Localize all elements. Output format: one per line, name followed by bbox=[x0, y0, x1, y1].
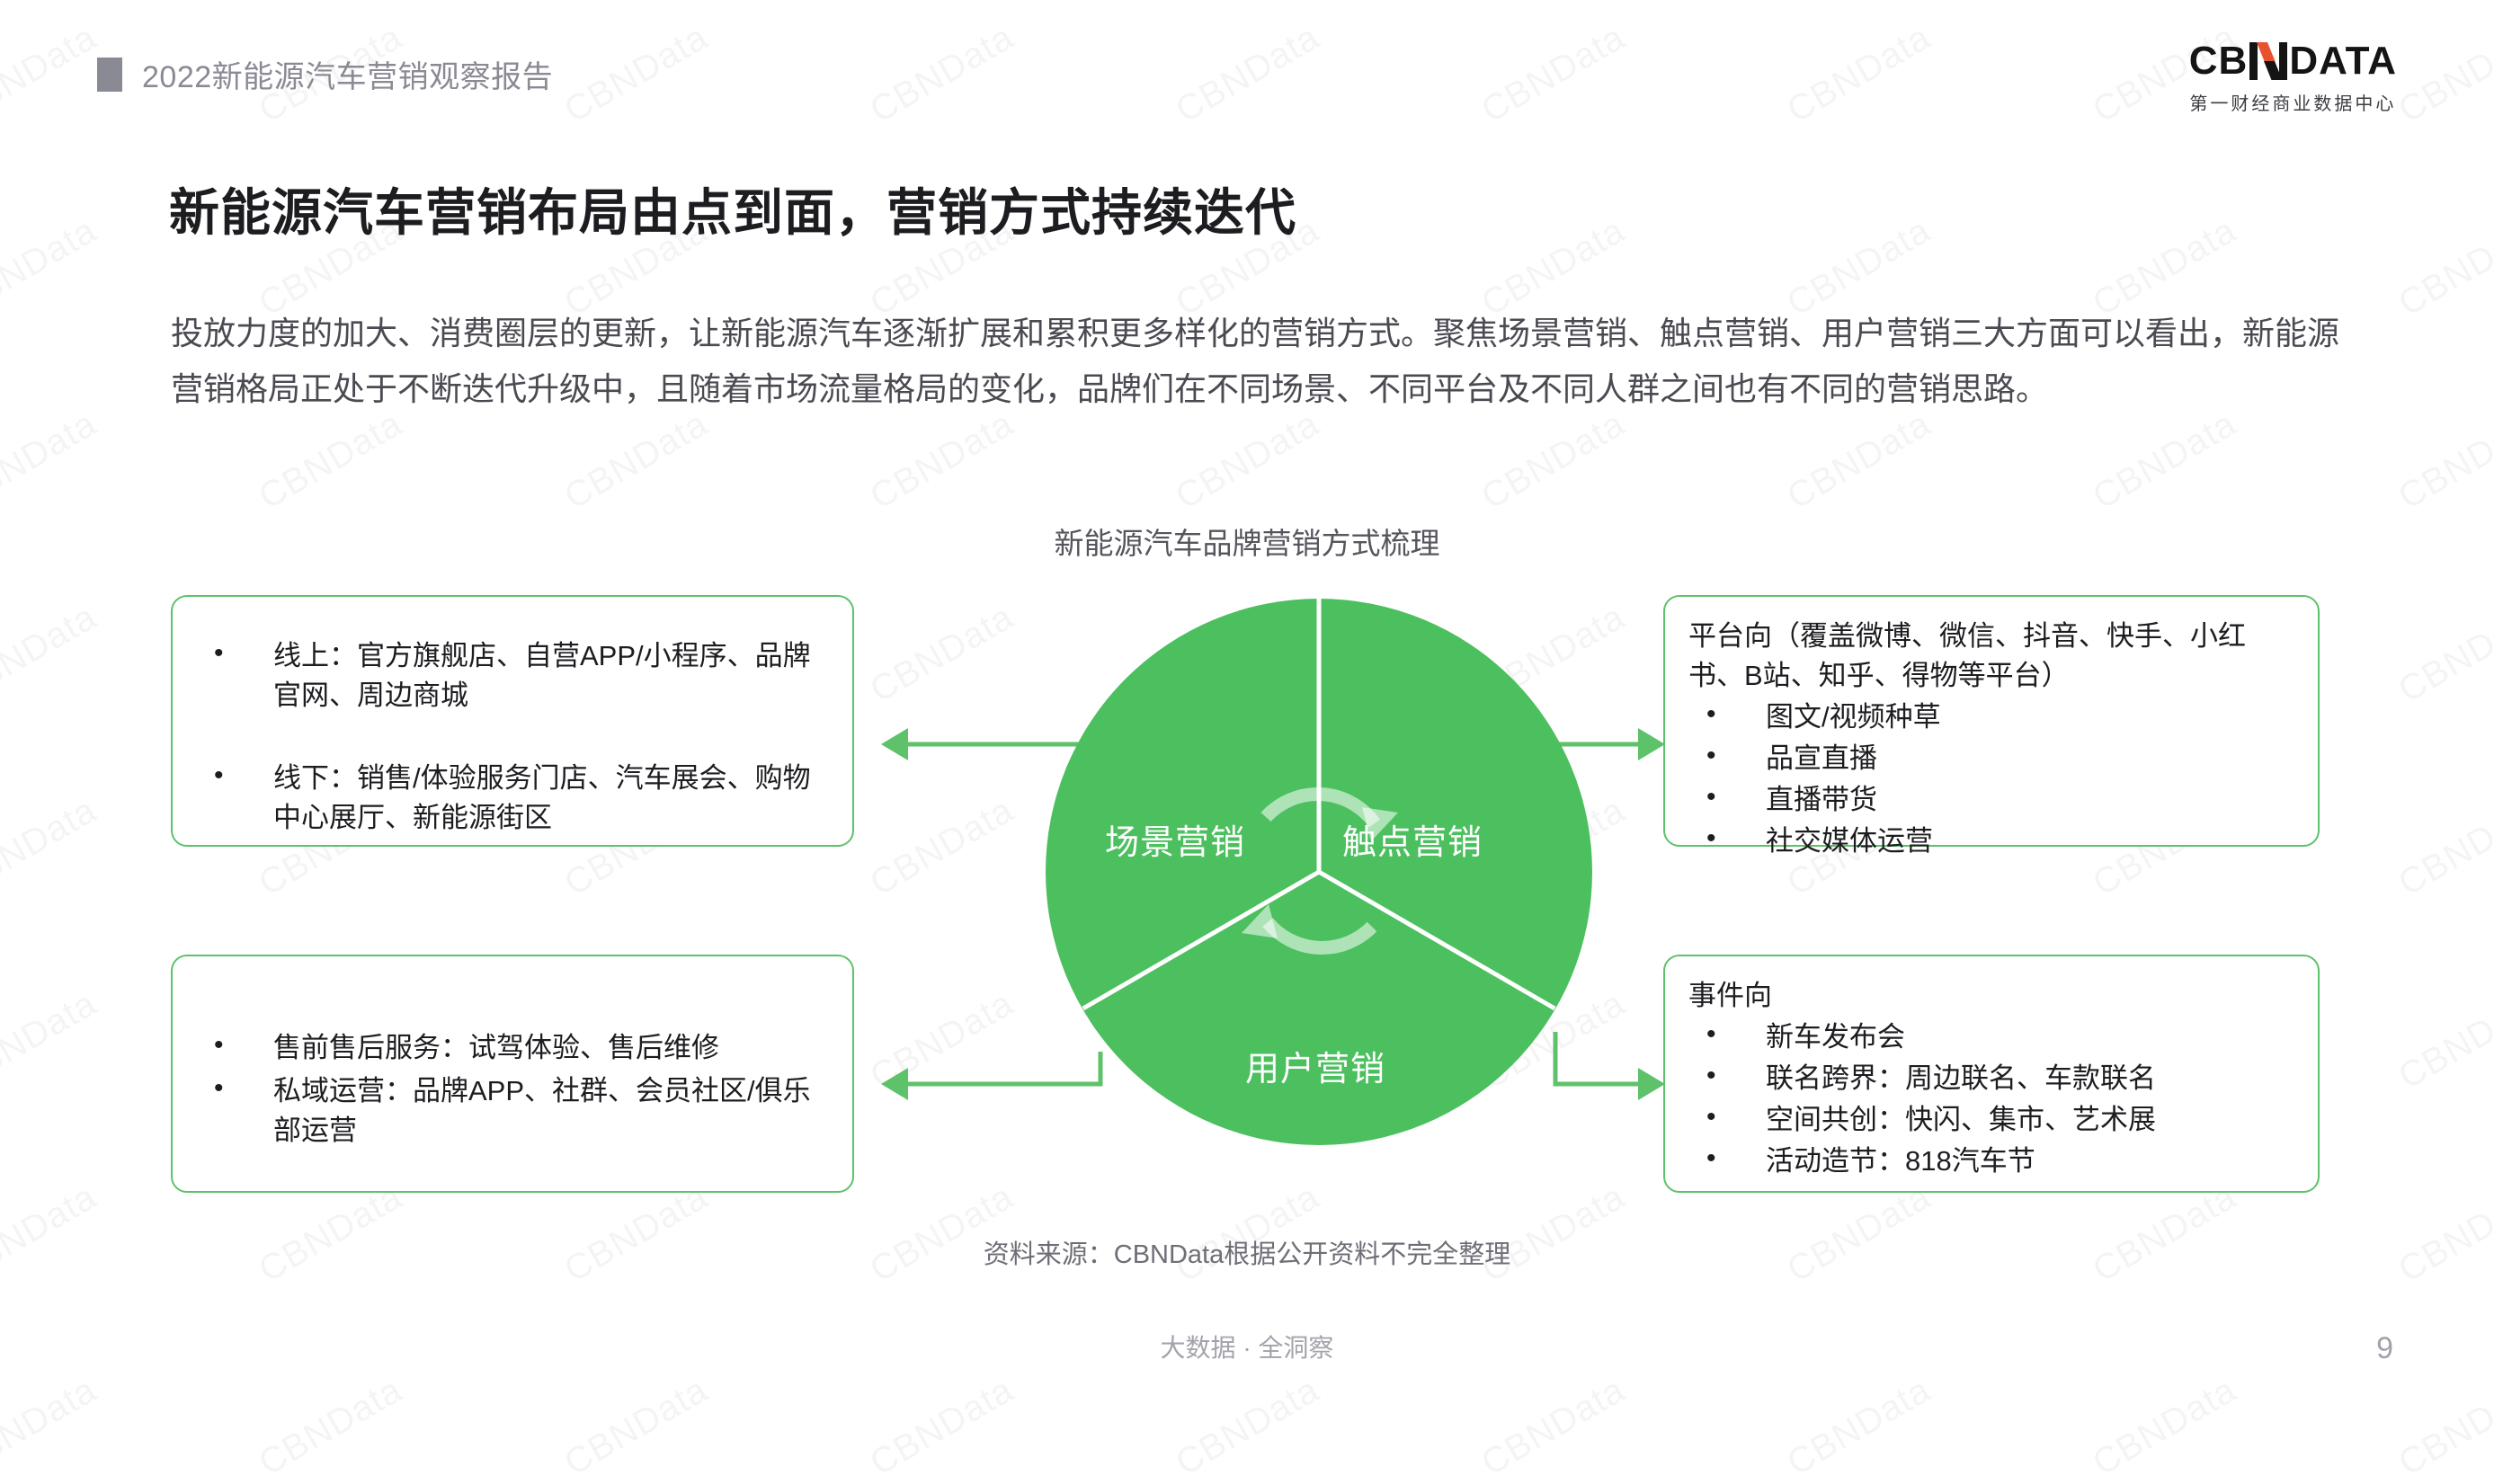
watermark-text: CBNData bbox=[1475, 1370, 1633, 1484]
watermark-text: CBNData bbox=[0, 1370, 103, 1484]
three-sector-pie: 场景营销 触点营销 用户营销 bbox=[1046, 599, 1592, 1145]
watermark-text: CBNData bbox=[558, 404, 716, 518]
list-item: 新车发布会 bbox=[1688, 1016, 2294, 1057]
watermark-text: CBNData bbox=[2392, 404, 2494, 518]
watermark-text: CBNData bbox=[2392, 210, 2494, 324]
watermark-text: CBNData bbox=[864, 404, 1021, 518]
watermark-text: CBNData bbox=[1170, 1370, 1327, 1484]
logo-text-post: DATA bbox=[2289, 39, 2397, 83]
list-item: 图文/视频种草 bbox=[1688, 696, 2294, 737]
arrow-head-left-top bbox=[881, 728, 908, 760]
list-item: 私域运营：品牌APP、社群、会员社区/俱乐部运营 bbox=[196, 1070, 829, 1151]
box-lead-text: 事件向 bbox=[1688, 980, 1772, 1011]
watermark-text: CBNData bbox=[558, 17, 716, 131]
list-item: 线上：官方旗舰店、自营APP/小程序、品牌官网、周边商城 bbox=[196, 635, 829, 715]
marketing-diagram: 场景营销 触点营销 用户营销 线上：官方旗舰店、自营APP/小程序、品牌官网、周… bbox=[0, 575, 2494, 1222]
list-item: 社交媒体运营 bbox=[1688, 820, 2294, 861]
watermark-text: CBNData bbox=[0, 210, 103, 324]
list-item: 活动造节：818汽车节 bbox=[1688, 1140, 2294, 1181]
report-header: 2022新能源汽车营销观察报告 bbox=[97, 52, 553, 96]
watermark-text: CBNData bbox=[1170, 17, 1327, 131]
chart-caption: 新能源汽车品牌营销方式梳理 bbox=[1054, 527, 1440, 560]
watermark-text: CBNData bbox=[2087, 404, 2244, 518]
pie-label-scene: 场景营销 bbox=[1105, 824, 1246, 862]
pie-label-touchpoint: 触点营销 bbox=[1342, 824, 1483, 862]
watermark-text: CBNData bbox=[558, 1370, 716, 1484]
source-note: 资料来源：CBNData根据公开资料不完全整理 bbox=[983, 1240, 1511, 1269]
watermark-text: CBNData bbox=[253, 404, 410, 518]
arrow-head-right-top bbox=[1638, 728, 1665, 760]
watermark-text: CBNData bbox=[1781, 404, 1938, 518]
bullet-list: 新车发布会 联名跨界：周边联名、车款联名 空间共创：快闪、集市、艺术展 活动造节… bbox=[1688, 1016, 2294, 1181]
arrow-head-right-bottom bbox=[1638, 1068, 1665, 1100]
box-user-marketing-services: 售前售后服务：试驾体验、售后维修 私域运营：品牌APP、社群、会员社区/俱乐部运… bbox=[171, 955, 854, 1193]
page-title: 新能源汽车营销布局由点到面，营销方式持续迭代 bbox=[169, 184, 1296, 241]
watermark-text: CBNData bbox=[1781, 1370, 1938, 1484]
page-number: 9 bbox=[2376, 1331, 2393, 1365]
box-platform-touchpoints: 平台向（覆盖微博、微信、抖音、快手、小红书、B站、知乎、得物等平台） 图文/视频… bbox=[1663, 595, 2320, 858]
list-item: 品宣直播 bbox=[1688, 737, 2294, 778]
watermark-text: CBNData bbox=[864, 1370, 1021, 1484]
watermark-text: CBNData bbox=[1170, 404, 1327, 518]
bullet-list: 售前售后服务：试驾体验、售后维修 私域运营：品牌APP、社群、会员社区/俱乐部运… bbox=[196, 976, 829, 1151]
report-title: 2022新能源汽车营销观察报告 bbox=[142, 60, 554, 94]
bullet-list: 线上：官方旗舰店、自营APP/小程序、品牌官网、周边商城 线下：销售/体验服务门… bbox=[196, 617, 829, 838]
box-scene-marketing-channels: 线上：官方旗舰店、自营APP/小程序、品牌官网、周边商城 线下：销售/体验服务门… bbox=[171, 595, 854, 847]
footer-slogan: 大数据 · 全洞察 bbox=[1160, 1334, 1334, 1362]
list-item: 线下：销售/体验服务门店、汽车展会、购物中心展厅、新能源街区 bbox=[196, 757, 829, 838]
list-item: 售前售后服务：试驾体验、售后维修 bbox=[196, 1026, 829, 1068]
box-lead-text: 平台向（覆盖微博、微信、抖音、快手、小红书、B站、知乎、得物等平台） bbox=[1688, 620, 2246, 692]
pie-label-user: 用户营销 bbox=[1245, 1051, 1386, 1089]
box-event-touchpoints: 事件向 新车发布会 联名跨界：周边联名、车款联名 空间共创：快闪、集市、艺术展 … bbox=[1663, 955, 2320, 1193]
watermark-text: CBNData bbox=[2087, 1370, 2244, 1484]
watermark-text: CBNData bbox=[1475, 404, 1633, 518]
watermark-text: CBNData bbox=[0, 404, 103, 518]
watermark-text: CBNData bbox=[0, 17, 103, 131]
logo-text-pre: CB bbox=[2188, 39, 2249, 83]
watermark-text: CBNData bbox=[2392, 17, 2494, 131]
arrow-head-left-bottom bbox=[881, 1068, 908, 1100]
watermark-text: CBNData bbox=[2392, 1370, 2494, 1484]
header-marker-icon bbox=[97, 57, 122, 92]
list-item: 空间共创：快闪、集市、艺术展 bbox=[1688, 1098, 2294, 1140]
watermark-text: CBNData bbox=[1475, 17, 1633, 131]
page-description: 投放力度的加大、消费圈层的更新，让新能源汽车逐渐扩展和累积更多样化的营销方式。聚… bbox=[171, 315, 2340, 407]
logo-wordmark: CB DATA bbox=[2189, 41, 2397, 81]
bullet-list: 图文/视频种草 品宣直播 直播带货 社交媒体运营 bbox=[1688, 696, 2294, 861]
pie-dividers bbox=[1082, 599, 1556, 1011]
list-item: 直播带货 bbox=[1688, 778, 2294, 820]
logo-subtitle: 第一财经商业数据中心 bbox=[2189, 94, 2397, 114]
list-item: 联名跨界：周边联名、车款联名 bbox=[1688, 1057, 2294, 1098]
cycle-arrow-heads-icon bbox=[1242, 807, 1398, 938]
logo-n-glyph-icon bbox=[2249, 42, 2288, 80]
watermark-text: CBNData bbox=[1781, 17, 1938, 131]
cbndata-logo: CB DATA 第一财经商业数据中心 bbox=[2189, 41, 2397, 115]
watermark-text: CBNData bbox=[864, 17, 1021, 131]
watermark-text: CBNData bbox=[253, 1370, 410, 1484]
